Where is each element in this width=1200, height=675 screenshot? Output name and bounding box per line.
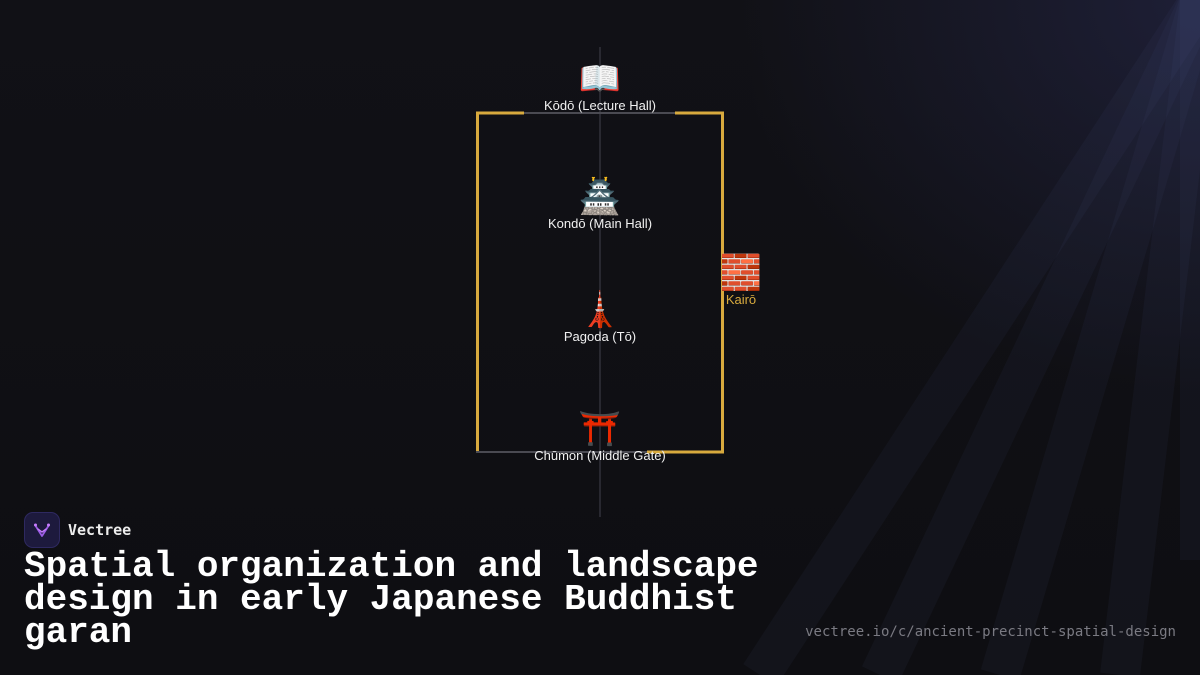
tower-icon: 🗼 [578,290,622,330]
vectree-logo-icon [24,512,60,548]
brick-icon: 🧱 [719,253,763,293]
node-pagoda-label: Pagoda (Tō) [563,329,637,344]
castle-icon: 🏯 [578,177,622,217]
brand-name: Vectree [68,521,132,539]
torii-gate-icon: ⛩️ [578,409,622,449]
node-kondo: 🏯 Kondō (Main Hall) [548,178,652,232]
source-url: vectree.io/c/ancient-precinct-spatial-de… [805,624,1176,640]
node-kodo: 📖 Kōdō (Lecture Hall) [544,60,656,114]
brand: Vectree [24,512,131,548]
node-kondo-label: Kondō (Main Hall) [547,216,653,231]
book-icon: 📖 [578,59,622,99]
node-pagoda: 🗼 Pagoda (Tō) [564,291,636,345]
node-chumon-label: Chūmon (Middle Gate) [534,448,666,463]
node-kodo-label: Kōdō (Lecture Hall) [544,98,656,113]
node-kairo: 🧱 Kairō [720,254,762,308]
node-chumon: ⛩️ Chūmon (Middle Gate) [534,410,666,464]
node-kairo-label: Kairō [725,292,757,307]
page-title: Spatial organization and landscape desig… [24,546,759,653]
